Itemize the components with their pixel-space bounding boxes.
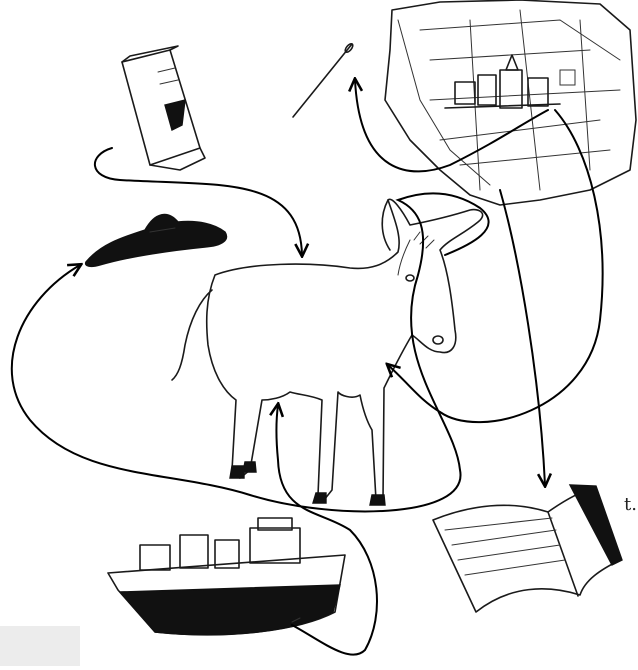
connection-donkey-to-book: [500, 190, 545, 485]
book-icon: [433, 485, 622, 612]
connection-map-to-needle: [355, 80, 548, 171]
milk-carton-icon: [122, 46, 205, 170]
shoe-icon: [86, 214, 227, 266]
needle-icon: [293, 43, 354, 117]
edge-text-fragment: t.: [624, 496, 637, 514]
scan-corner-patch: [0, 626, 80, 666]
ship-icon: [108, 518, 345, 635]
city-map-icon: [385, 0, 636, 205]
